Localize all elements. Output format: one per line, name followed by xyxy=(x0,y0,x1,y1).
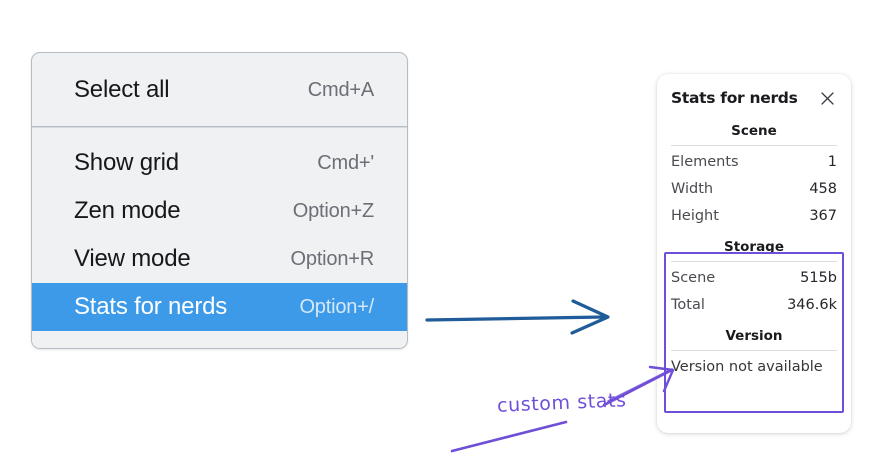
version-not-available-text: Version not available xyxy=(671,359,823,376)
menu-item-show-grid[interactable]: Show grid Cmd+' xyxy=(32,139,407,187)
menu-item-stats-for-nerds[interactable]: Stats for nerds Option+/ xyxy=(32,283,407,331)
section-rule xyxy=(671,145,837,146)
close-icon[interactable] xyxy=(817,88,837,108)
context-menu[interactable]: Select all Cmd+A Show grid Cmd+' Zen mod… xyxy=(31,52,408,349)
stat-value: 367 xyxy=(809,208,837,225)
menu-item-shortcut: Option+Z xyxy=(292,199,374,222)
stat-row-total-storage: Total 346.6k xyxy=(671,292,837,319)
purple-underline-stroke xyxy=(450,420,568,453)
menu-item-shortcut: Cmd+A xyxy=(307,78,374,101)
stat-row-scene-storage: Scene 515b xyxy=(671,265,837,292)
menu-item-shortcut: Option+/ xyxy=(299,295,374,318)
menu-item-view-mode[interactable]: View mode Option+R xyxy=(32,235,407,283)
stats-panel-header: Stats for nerds xyxy=(671,74,837,114)
stat-key: Total xyxy=(671,297,705,314)
menu-item-select-all[interactable]: Select all Cmd+A xyxy=(32,66,407,114)
menu-section-2: Show grid Cmd+' Zen mode Option+Z View m… xyxy=(32,128,407,348)
menu-item-shortcut: Option+R xyxy=(290,247,375,270)
section-heading-scene: Scene xyxy=(731,123,777,139)
stats-for-nerds-panel[interactable]: Stats for nerds Scene Elements 1 Width 4… xyxy=(657,74,851,433)
stat-key: Width xyxy=(671,181,714,198)
menu-item-zen-mode[interactable]: Zen mode Option+Z xyxy=(32,187,407,235)
stat-key: Height xyxy=(671,208,719,225)
stat-value: 515b xyxy=(800,270,837,287)
stat-row-elements: Elements 1 xyxy=(671,149,837,176)
stats-panel-title: Stats for nerds xyxy=(671,89,798,107)
menu-footer-spacer xyxy=(32,331,407,348)
section-heading-storage: Storage xyxy=(723,239,785,256)
stat-key: Elements xyxy=(671,154,739,170)
stat-value: 458 xyxy=(809,181,837,198)
stat-row-height: Height 367 xyxy=(671,203,837,230)
menu-item-label: Zen mode xyxy=(74,197,181,224)
section-rule xyxy=(671,261,837,263)
section-heading-version: Version xyxy=(725,328,783,345)
stat-key: Scene xyxy=(671,270,716,287)
menu-divider xyxy=(32,126,407,128)
menu-item-label: View mode xyxy=(74,245,191,272)
menu-item-label: Select all xyxy=(74,76,170,103)
menu-item-shortcut: Cmd+' xyxy=(317,151,374,174)
menu-section-1: Select all Cmd+A xyxy=(32,53,407,126)
menu-item-label: Stats for nerds xyxy=(74,293,228,320)
stat-value: 346.6k xyxy=(787,297,837,314)
stat-value: 1 xyxy=(827,154,837,170)
section-rule xyxy=(671,350,837,352)
blue-arrow xyxy=(425,299,610,335)
menu-item-label: Show grid xyxy=(74,149,179,176)
custom-stats-annotation-label: custom stats xyxy=(496,389,627,417)
stat-row-width: Width 458 xyxy=(671,176,837,203)
